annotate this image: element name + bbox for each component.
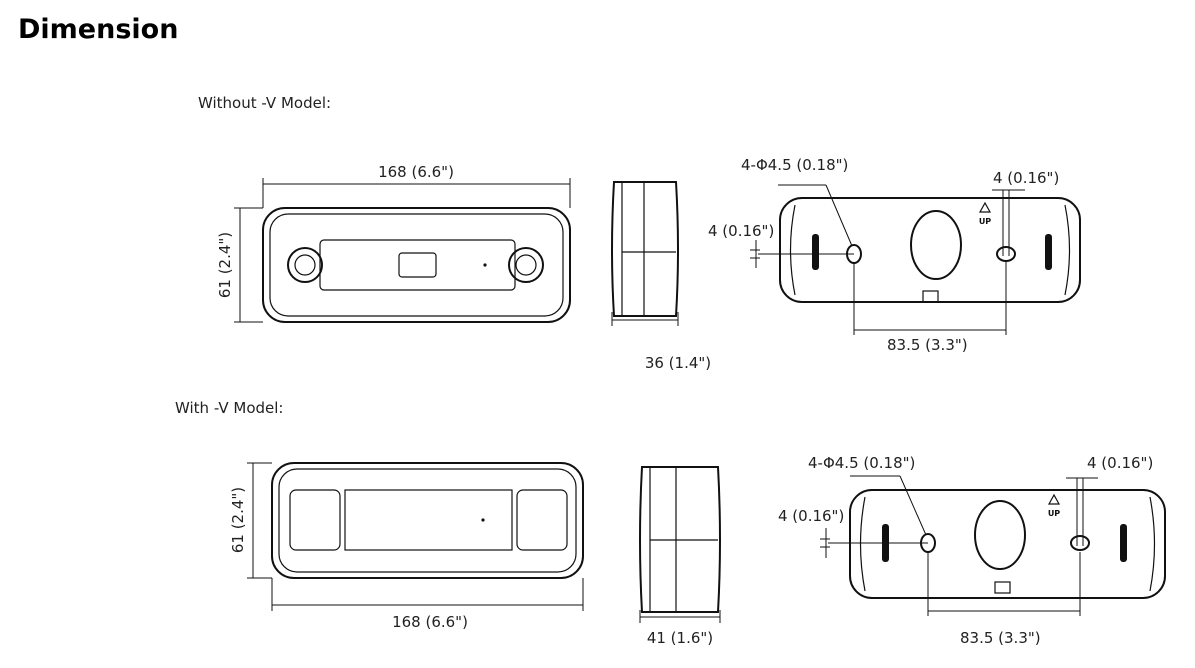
- hole-spec-label: 4-Φ4.5 (0.18"): [808, 454, 915, 472]
- front-view: [262, 207, 571, 323]
- section-label: With -V Model:: [175, 399, 283, 417]
- back-view: UP 4-Φ4.5 (0.18") 4 (0.16") 4 (0.16") 83…: [708, 156, 1081, 354]
- slot-height-label: 4 (0.16"): [708, 222, 774, 240]
- without-v-section: Without -V Model: 168 (6.6") 61 (2.4"): [198, 94, 1081, 372]
- depth-label: 41 (1.6"): [647, 629, 713, 647]
- side-view: 41 (1.6"): [639, 466, 721, 647]
- hole-spec-label: 4-Φ4.5 (0.18"): [741, 156, 848, 174]
- side-view: 36 (1.4"): [611, 181, 711, 372]
- hole-spacing-label: 83.5 (3.3"): [887, 336, 968, 354]
- slot-width-label: 4 (0.16"): [993, 169, 1059, 187]
- width-label: 168 (6.6"): [378, 163, 454, 181]
- width-dimension: 168 (6.6"): [262, 163, 571, 208]
- page-title: Dimension: [18, 14, 178, 45]
- up-mark: UP: [979, 217, 991, 226]
- back-view: UP 4-Φ4.5 (0.18") 4 (0.16") 4 (0.16") 83…: [778, 454, 1166, 647]
- slot-width-label: 4 (0.16"): [1087, 454, 1153, 472]
- width-label: 168 (6.6"): [392, 613, 468, 631]
- height-label: 61 (2.4"): [216, 232, 234, 298]
- depth-label: 36 (1.4"): [645, 354, 711, 372]
- width-dimension: 168 (6.6"): [271, 578, 584, 631]
- with-v-section: With -V Model: 168 (6.6") 61 (2.4"): [175, 399, 1166, 647]
- up-mark: UP: [1048, 509, 1060, 518]
- height-label: 61 (2.4"): [229, 487, 247, 553]
- slot-height-label: 4 (0.16"): [778, 507, 844, 525]
- height-dimension: 61 (2.4"): [216, 207, 263, 323]
- section-label: Without -V Model:: [198, 94, 331, 112]
- hole-spacing-label: 83.5 (3.3"): [960, 629, 1041, 647]
- front-view: [271, 462, 584, 579]
- height-dimension: 61 (2.4"): [229, 462, 272, 579]
